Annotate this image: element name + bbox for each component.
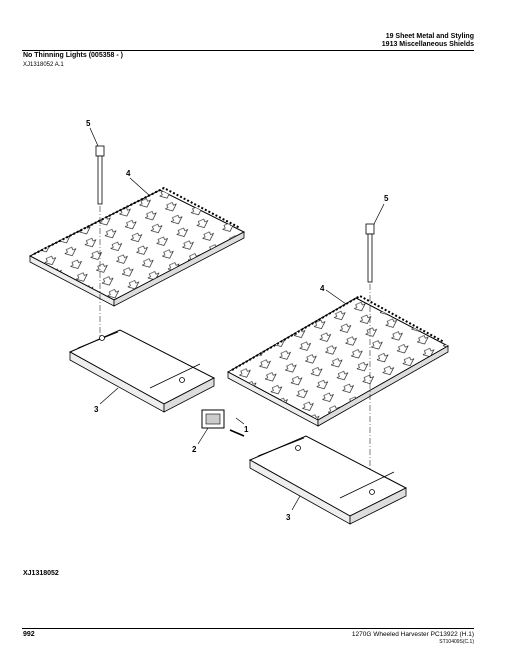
grille-plate-right	[226, 294, 450, 427]
light-connector	[201, 409, 245, 437]
leader-lines	[89, 127, 385, 511]
figure-id: XJ1318052	[23, 570, 59, 577]
grille-plate-left	[28, 186, 246, 307]
cover-shield-right	[248, 435, 408, 525]
header-chapter: 19 Sheet Metal and Styling	[385, 33, 474, 40]
cover-shield-left	[68, 329, 216, 413]
page-number: 992	[23, 631, 35, 638]
header-group: 1913 Miscellaneous Shields	[381, 41, 474, 48]
bolt-left	[95, 145, 105, 205]
footer-code: ST10409S(C.1)	[439, 639, 474, 645]
callout-plate-left: 4	[126, 169, 131, 178]
callout-light: 2	[192, 445, 197, 454]
callout-bolt-left: 5	[86, 119, 91, 128]
callout-shield-right: 3	[286, 513, 291, 522]
bolt-right	[365, 223, 375, 283]
footer-model-info: 1270G Wheeled Harvester PC13922 (H.1)	[351, 631, 474, 638]
callout-bolt-right: 5	[384, 194, 389, 203]
callout-plate-right: 4	[320, 284, 325, 293]
callout-connector: 1	[244, 425, 249, 434]
footer-rule	[22, 628, 474, 629]
section-title: No Thinning Lights (005358 - )	[23, 52, 123, 59]
header-rule	[22, 50, 474, 51]
callout-shield-left: 3	[94, 405, 99, 414]
figure-reference: XJ1318052 A.1	[23, 62, 64, 68]
